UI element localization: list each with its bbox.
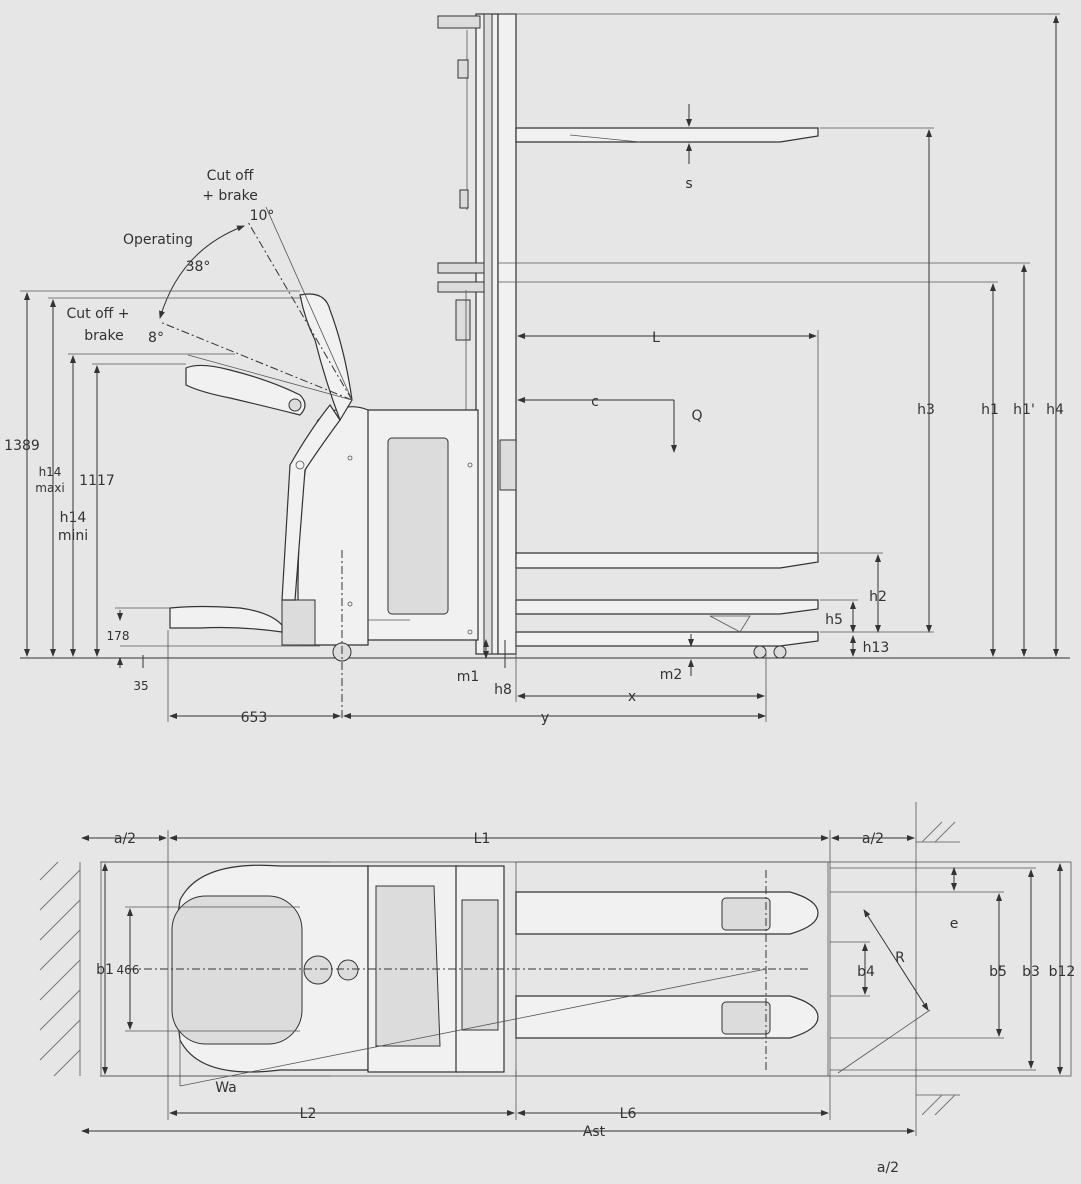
label-a2-left: a/2 — [114, 831, 136, 847]
bottom-dims — [167, 560, 767, 722]
label-m2: m2 — [660, 667, 683, 683]
label-a2-bottom: a/2 — [877, 1160, 899, 1176]
right-wall — [915, 802, 960, 1136]
label-angle-10: 10° — [250, 208, 275, 224]
label-b5: b5 — [989, 964, 1007, 980]
label-35: 35 — [133, 679, 148, 693]
tiller — [185, 293, 353, 601]
label-cutoff-brake-left-1: Cut off + — [67, 306, 130, 322]
left-height-dims — [20, 290, 320, 668]
label-178: 178 — [107, 629, 130, 643]
label-s: s — [685, 176, 692, 192]
label-cutoff-brake-left-2: brake — [84, 328, 123, 344]
label-angle-38: 38° — [186, 259, 211, 275]
label-466: 466 — [117, 963, 140, 977]
platform — [169, 605, 283, 633]
side-view: Cut off + brake 10° Operating 38° Cut of… — [4, 13, 1070, 726]
label-h13: h13 — [863, 640, 890, 656]
label-h14-maxi-1: h14 — [39, 465, 62, 479]
tiller-angle-lines — [159, 206, 353, 401]
label-x: x — [628, 689, 636, 705]
label-1117: 1117 — [79, 473, 115, 489]
label-a2-right: a/2 — [862, 831, 884, 847]
top-view: a/2 L1 a/2 b1 466 Wa L2 L6 Ast R e b4 b5… — [39, 802, 1076, 1176]
label-h1: h1 — [981, 402, 999, 418]
label-y: y — [541, 710, 549, 726]
label-b12: b12 — [1049, 964, 1076, 980]
label-h4: h4 — [1046, 402, 1064, 418]
label-L6: L6 — [620, 1106, 637, 1122]
label-h1-prime: h1' — [1013, 402, 1035, 418]
label-m1: m1 — [457, 669, 480, 685]
label-c: c — [591, 394, 599, 410]
label-h8: h8 — [494, 682, 512, 698]
forks-raised — [515, 127, 819, 143]
label-e: e — [950, 916, 959, 932]
label-R: R — [895, 950, 905, 966]
label-h5: h5 — [825, 612, 843, 628]
label-L1: L1 — [474, 831, 491, 847]
label-b3: b3 — [1022, 964, 1040, 980]
label-h14-maxi-2: maxi — [35, 481, 64, 495]
label-cutoff-brake-top-2: + brake — [202, 188, 258, 204]
label-1389: 1389 — [4, 438, 40, 454]
label-operating: Operating — [123, 232, 193, 248]
label-angle-8: 8° — [148, 330, 164, 346]
label-Ast: Ast — [583, 1124, 606, 1140]
forks-top — [515, 870, 819, 1070]
label-653: 653 — [241, 710, 268, 726]
right-height-dims — [498, 13, 1060, 657]
label-h14-mini-1: h14 — [60, 510, 87, 526]
label-h14-mini-2: mini — [58, 528, 88, 544]
forks-lowered — [515, 552, 819, 659]
label-h3: h3 — [917, 402, 935, 418]
label-b1: b1 — [96, 962, 114, 978]
left-wall — [39, 861, 81, 1077]
label-b4: b4 — [857, 964, 875, 980]
label-L2: L2 — [300, 1106, 317, 1122]
label-Q: Q — [691, 408, 702, 424]
label-h2: h2 — [869, 589, 887, 605]
battery-compartment — [364, 409, 479, 641]
load-dims — [517, 104, 819, 552]
label-Wa: Wa — [215, 1080, 237, 1096]
label-L: L — [652, 330, 660, 346]
label-cutoff-brake-top-1: Cut off — [207, 168, 254, 184]
